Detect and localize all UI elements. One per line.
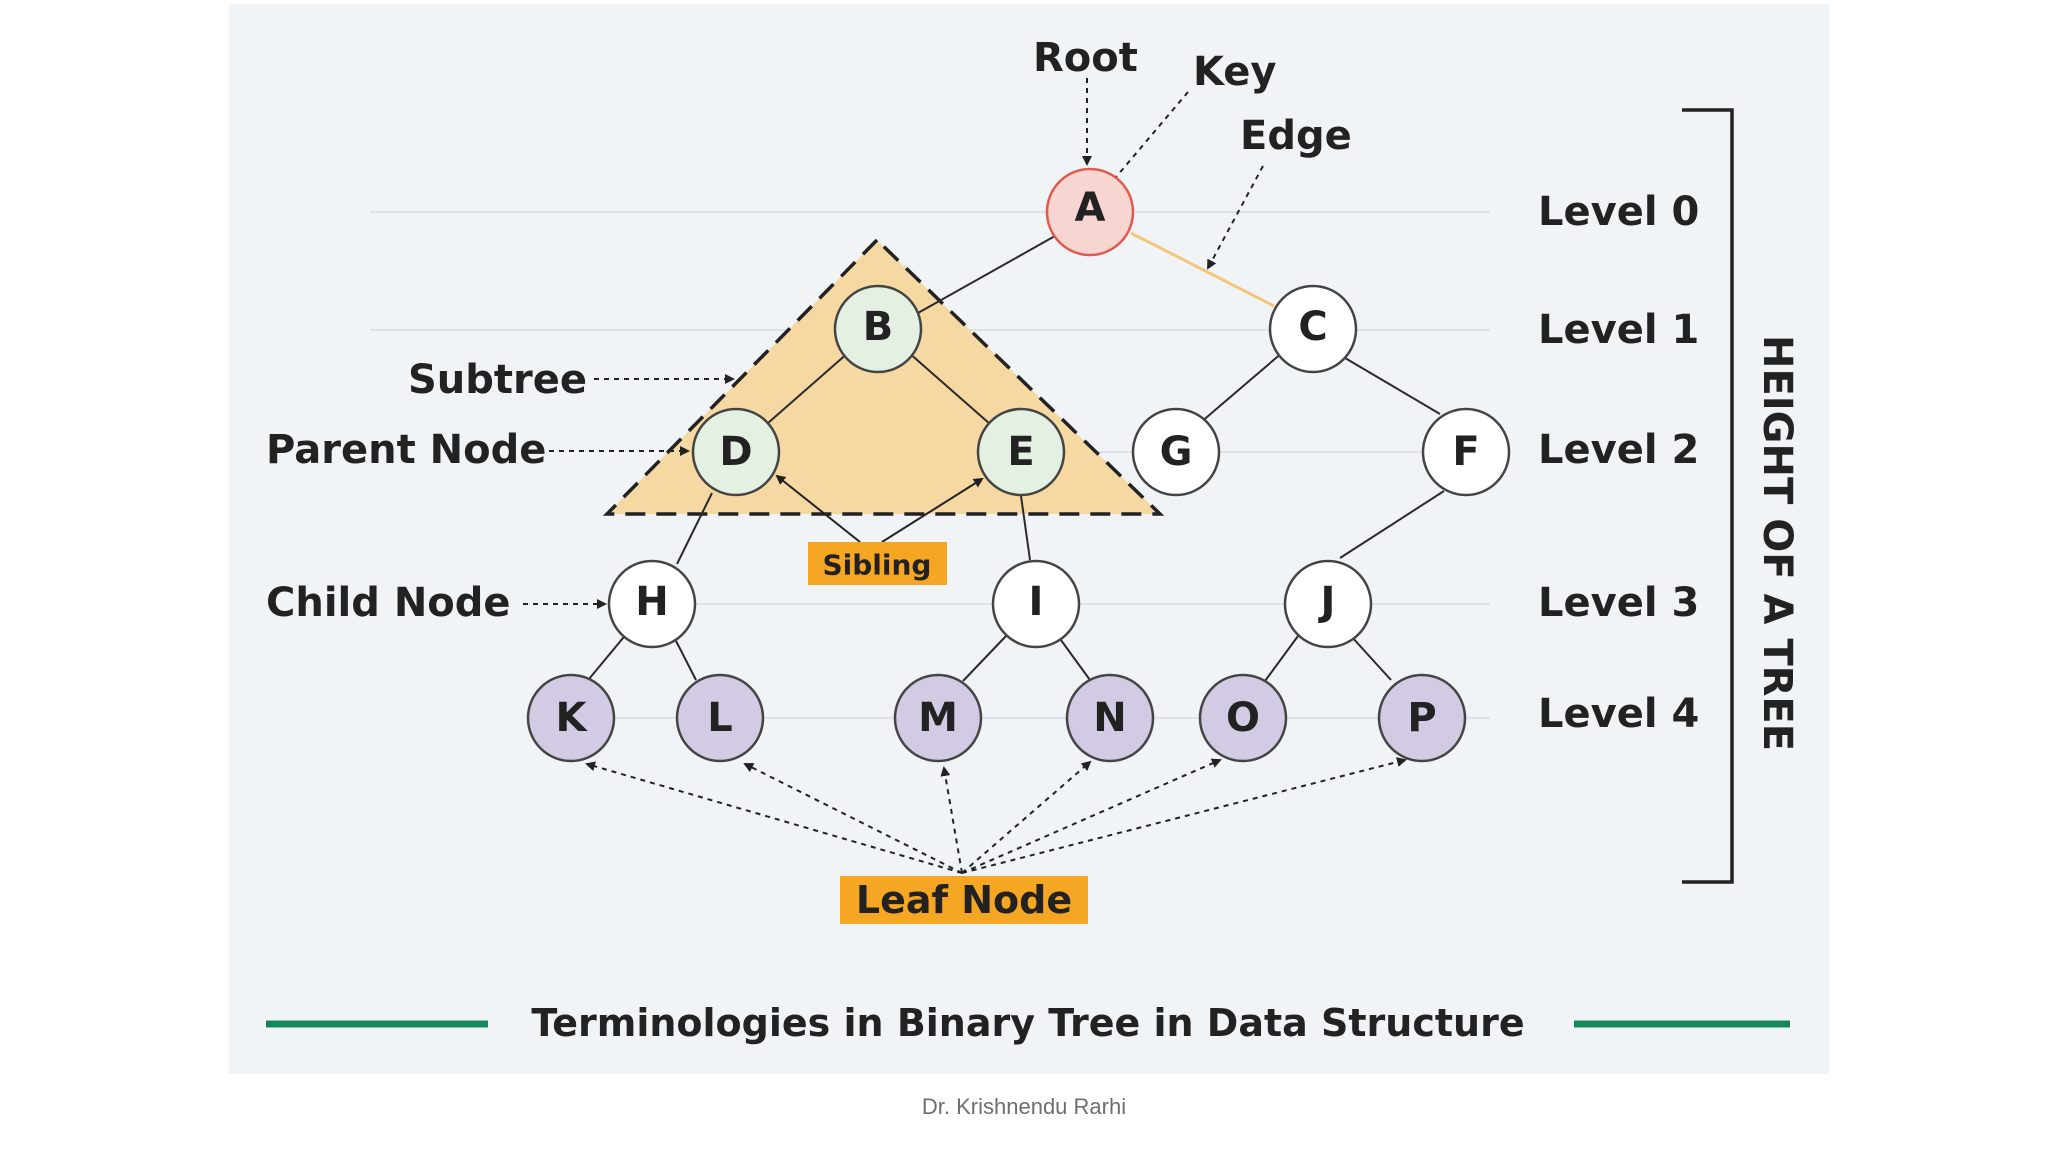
node-e-circle (976, 407, 1066, 497)
edge-f-j (1339, 490, 1445, 559)
sibling-arrows (775, 474, 984, 543)
edge-a-b (917, 235, 1056, 314)
height-label: HEIGHT OF A TREE (1754, 335, 1800, 751)
node-m-label: M (918, 695, 958, 741)
leaf-node-badge-text: Leaf Node (856, 878, 1072, 922)
node-d-label: D (719, 429, 752, 475)
edge-c-g (1199, 351, 1284, 424)
node-g-label: G (1160, 429, 1193, 475)
leaf-arrow-k (585, 761, 963, 874)
terminology-labels: Root Key Edge Subtree Parent Node Child … (266, 35, 1352, 626)
edge-a-c (1130, 231, 1275, 308)
sibling-badge-text: Sibling (823, 549, 932, 582)
level-2-label: Level 2 (1538, 427, 1699, 473)
parent-node-label: Parent Node (266, 427, 546, 473)
level-0-label: Level 0 (1538, 189, 1699, 235)
height-bracket (1682, 108, 1734, 884)
edge-e-i (1020, 495, 1031, 561)
node-i-circle (991, 559, 1081, 649)
edge-i-m (962, 635, 1007, 682)
node-n-circle (1065, 673, 1155, 763)
root-label: Root (1033, 35, 1138, 81)
node-c-circle (1268, 284, 1358, 374)
subtree-triangle (602, 237, 1165, 516)
node-b-label: B (863, 304, 894, 350)
slide-footer: Dr. Krishnendu Rarhi (921, 1094, 1127, 1119)
level-labels: Level 0 Level 1 Level 2 Level 3 Level 4 (1538, 189, 1699, 737)
level-4-label: Level 4 (1538, 691, 1699, 737)
node-o-label: O (1226, 695, 1260, 741)
node-j-circle (1283, 559, 1373, 649)
node-j-label: J (1318, 579, 1336, 625)
key-label: Key (1193, 49, 1277, 95)
level-3-label: Level 3 (1538, 580, 1699, 626)
leaf-arrow-m (940, 766, 963, 874)
node-h-circle (607, 559, 697, 649)
leaf-arrow-o (961, 758, 1222, 874)
edge-i-n (1057, 635, 1091, 681)
node-p-label: P (1407, 695, 1436, 741)
node-b-circle (833, 284, 923, 374)
node-k-circle (526, 673, 616, 763)
edge-j-o (1264, 635, 1299, 682)
leaf-arrow-n (961, 760, 1092, 874)
leaf-node-badge: Leaf Node (840, 876, 1088, 924)
tree-nodes (526, 167, 1511, 763)
subtree-label: Subtree (408, 357, 587, 403)
node-h-label: H (635, 579, 668, 625)
leaf-node-badge-bg (840, 876, 1088, 924)
edge-label: Edge (1240, 113, 1352, 159)
sibling-badge-bg (808, 542, 947, 585)
leaf-arrow-p (961, 757, 1407, 874)
node-g-circle (1131, 407, 1221, 497)
child-node-label: Child Node (266, 580, 511, 626)
sibling-arrow-d (775, 474, 861, 543)
edge-h-l (673, 636, 697, 681)
sibling-arrow-e (881, 477, 984, 543)
node-i-label: I (1029, 579, 1044, 625)
node-a-circle (1045, 167, 1135, 257)
edge-b-e (907, 351, 991, 425)
diagram-title: Terminologies in Binary Tree in Data Str… (531, 1001, 1524, 1045)
node-a-label: A (1075, 185, 1106, 231)
sibling-badge: Sibling (808, 542, 947, 585)
node-p-circle (1377, 673, 1467, 763)
node-d-circle (691, 407, 781, 497)
node-c-label: C (1298, 304, 1327, 350)
node-labels: A B C D E G F H I J K L M N O P (556, 185, 1480, 741)
edge-c-f (1339, 354, 1441, 415)
node-l-circle (675, 673, 765, 763)
edge-arrow (1207, 165, 1264, 270)
node-f-circle (1421, 407, 1511, 497)
edge-b-d (767, 351, 850, 424)
node-e-label: E (1007, 429, 1034, 475)
edge-h-k (588, 631, 629, 680)
tree-edges (588, 231, 1445, 682)
node-k-label: K (556, 695, 589, 741)
leaf-arrow-l (743, 763, 963, 874)
node-n-label: N (1093, 695, 1126, 741)
node-m-circle (893, 673, 983, 763)
node-f-label: F (1452, 429, 1479, 475)
node-l-label: L (707, 695, 733, 741)
level-1-label: Level 1 (1538, 307, 1699, 353)
edge-d-h (676, 492, 713, 565)
node-o-circle (1198, 673, 1288, 763)
edge-j-p (1350, 635, 1392, 681)
